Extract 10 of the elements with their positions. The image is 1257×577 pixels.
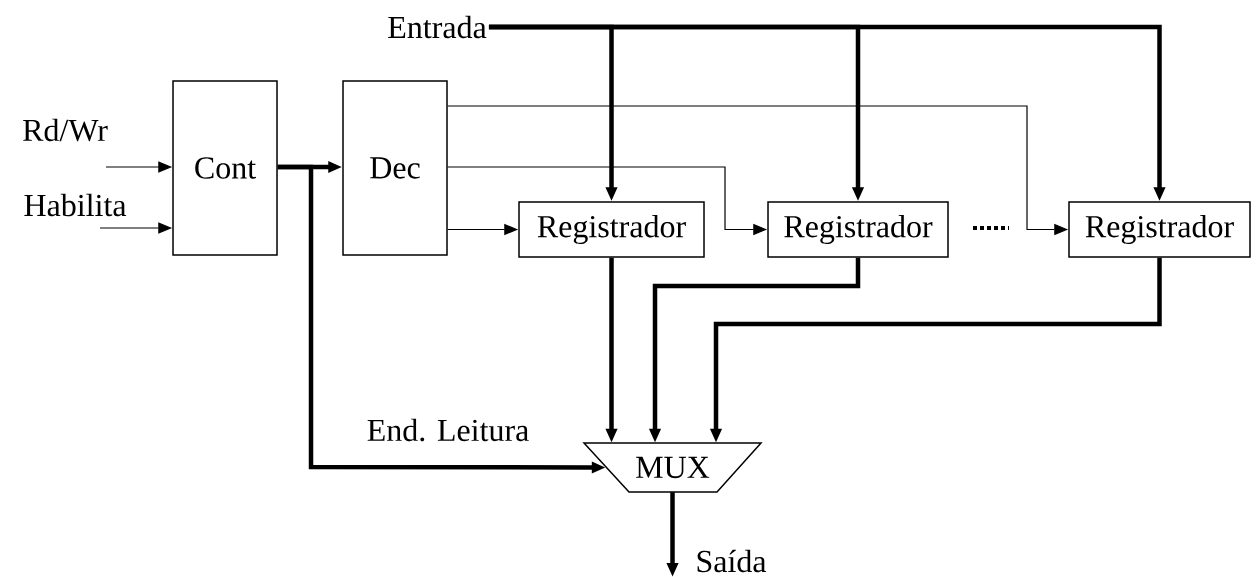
edge-label: End. Leitura	[365, 417, 531, 443]
edge-label: Rd/Wr	[21, 117, 109, 143]
counter-box: Cont	[172, 80, 278, 256]
register-box: Registrador	[1068, 201, 1251, 258]
register-box: Registrador	[767, 201, 949, 258]
decoder-box: Dec	[342, 80, 448, 256]
edge-label: Saída	[694, 548, 768, 574]
edge-label: Habilita	[22, 192, 128, 218]
register-box: Registrador	[518, 201, 705, 258]
input-label: Entrada	[388, 15, 487, 39]
